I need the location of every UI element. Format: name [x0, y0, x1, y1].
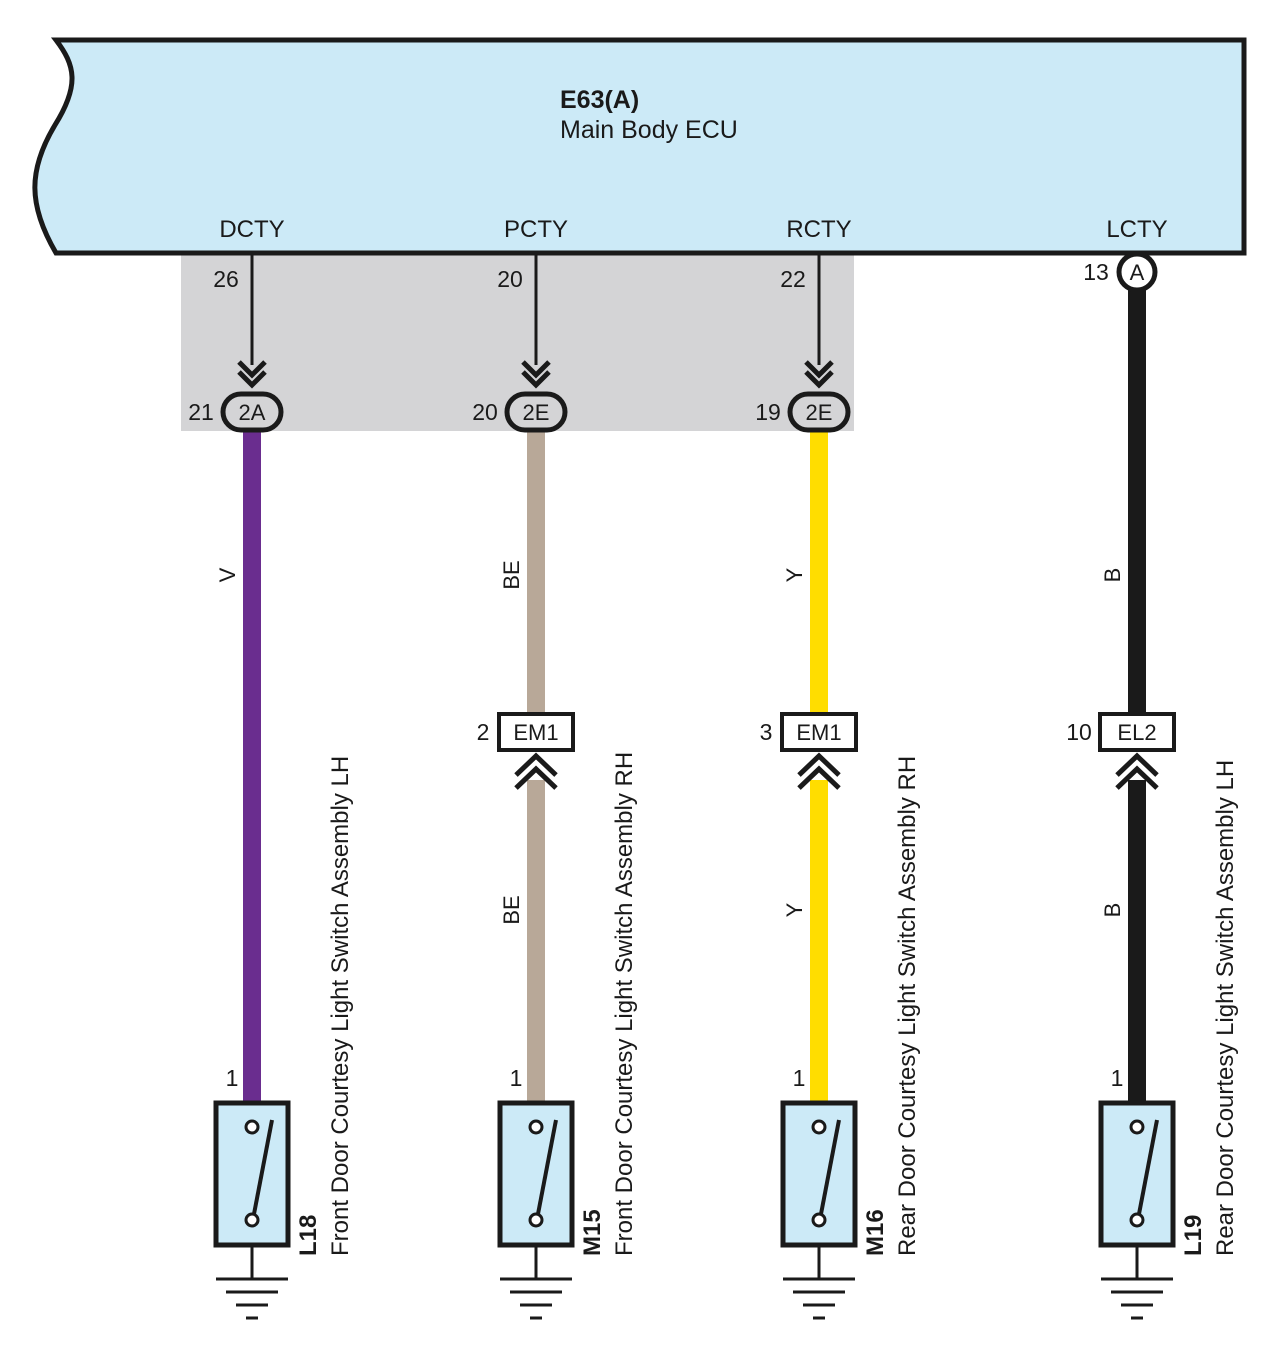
ecu-pin: 13 — [1083, 259, 1109, 285]
ecu-terminal-dcty: DCTY — [219, 216, 284, 243]
ecu-block — [32, 37, 1247, 256]
switch-lever-icon — [536, 1119, 558, 1215]
component-pin: 1 — [226, 1065, 239, 1091]
courtesy-switch-m16 — [780, 1100, 858, 1248]
ecu-code: E63(A) — [560, 86, 639, 114]
courtesy-switch-l18 — [213, 1100, 291, 1248]
arrow-down-icon — [804, 360, 834, 389]
arrow-down-icon — [237, 360, 267, 389]
component-pin: 1 — [793, 1065, 806, 1091]
junction-connector-label: 2A — [239, 400, 266, 425]
component-id: M16 — [862, 1209, 889, 1256]
switch-contact-icon — [528, 1212, 544, 1228]
junction-pin: 20 — [472, 399, 498, 425]
component-pin: 1 — [510, 1065, 523, 1091]
switch-contact-icon — [811, 1212, 827, 1228]
circuit-rcty: 22 2E 19 Y EM1 3 Y 1 M16 Rear Door Court… — [755, 255, 921, 1320]
wire-color-code: B — [1100, 568, 1125, 583]
wire-color-code: Y — [782, 567, 807, 582]
inline-connector — [497, 712, 575, 752]
ground-icon — [783, 1245, 855, 1320]
junction-connector — [504, 391, 568, 433]
junction-connector-label: 2E — [523, 400, 550, 425]
junction-pin: 21 — [188, 399, 214, 425]
switch-contact-icon — [811, 1119, 827, 1135]
component-name: Front Door Courtesy Light Switch Assembl… — [327, 756, 354, 1256]
main-body-ecu: E63(A) Main Body ECU DCTY PCTY RCTY LCTY — [32, 37, 1247, 256]
wire-color-code-lower: Y — [782, 902, 807, 917]
inline-connector — [780, 712, 858, 752]
inline-pin: 3 — [760, 719, 773, 745]
inline-connector — [1098, 712, 1176, 752]
ecu-terminal-lcty: LCTY — [1106, 216, 1167, 243]
ecu-connector-label: A — [1130, 260, 1145, 285]
chevron-up-icon — [1115, 752, 1159, 790]
ecu-pin: 20 — [497, 266, 523, 292]
inline-connector-label: EM1 — [796, 720, 841, 745]
ecu-terminal-rcty: RCTY — [786, 216, 851, 243]
junction-pin: 19 — [755, 399, 781, 425]
courtesy-switch-m15 — [497, 1100, 575, 1248]
junction-connector — [220, 391, 284, 433]
ecu-name: Main Body ECU — [560, 116, 738, 144]
inline-connector-label: EL2 — [1117, 720, 1156, 745]
ground-icon — [500, 1245, 572, 1320]
junction-connector — [787, 391, 851, 433]
switch-contact-icon — [244, 1119, 260, 1135]
chevron-up-icon — [797, 752, 841, 790]
circuit-dcty: 26 2A 21 V 1 L18 Front Door Courtesy Lig… — [188, 255, 354, 1320]
switch-contact-icon — [1129, 1119, 1145, 1135]
wire-color-code: V — [215, 567, 240, 582]
component-id: L19 — [1180, 1215, 1207, 1256]
ecu-terminal-pcty: PCTY — [504, 216, 568, 243]
switch-lever-icon — [1137, 1119, 1159, 1215]
inline-pin: 2 — [477, 719, 490, 745]
chevron-up-icon — [514, 752, 558, 790]
wire-color-code-lower: BE — [499, 895, 524, 924]
ecu-pin: 22 — [780, 266, 806, 292]
component-id: M15 — [579, 1209, 606, 1256]
ecu-pin: 26 — [213, 266, 239, 292]
wire-color-code-lower: B — [1100, 903, 1125, 918]
component-pin: 1 — [1111, 1065, 1124, 1091]
component-name: Rear Door Courtesy Light Switch Assembly… — [894, 756, 921, 1256]
switch-contact-icon — [244, 1212, 260, 1228]
inline-pin: 10 — [1066, 719, 1092, 745]
wire-color-code: BE — [499, 560, 524, 589]
switch-lever-icon — [252, 1119, 274, 1215]
circuit-pcty: 20 2E 20 BE EM1 2 BE 1 M15 Front Door Co… — [472, 255, 638, 1320]
component-name: Rear Door Courtesy Light Switch Assembly… — [1212, 760, 1239, 1256]
circuit-lcty: A 13 B EL2 10 B 1 L19 Rear Door Courtesy… — [1066, 251, 1239, 1320]
inline-connector-label: EM1 — [513, 720, 558, 745]
component-name: Front Door Courtesy Light Switch Assembl… — [611, 752, 638, 1256]
component-id: L18 — [295, 1215, 322, 1256]
switch-lever-icon — [819, 1119, 841, 1215]
ground-icon — [1101, 1245, 1173, 1320]
switch-contact-icon — [1129, 1212, 1145, 1228]
ecu-connector-circle — [1116, 251, 1158, 293]
junction-connector-label: 2E — [806, 400, 833, 425]
ground-icon — [216, 1245, 288, 1320]
courtesy-switch-l19 — [1098, 1100, 1176, 1248]
arrow-down-icon — [521, 360, 551, 389]
switch-contact-icon — [528, 1119, 544, 1135]
